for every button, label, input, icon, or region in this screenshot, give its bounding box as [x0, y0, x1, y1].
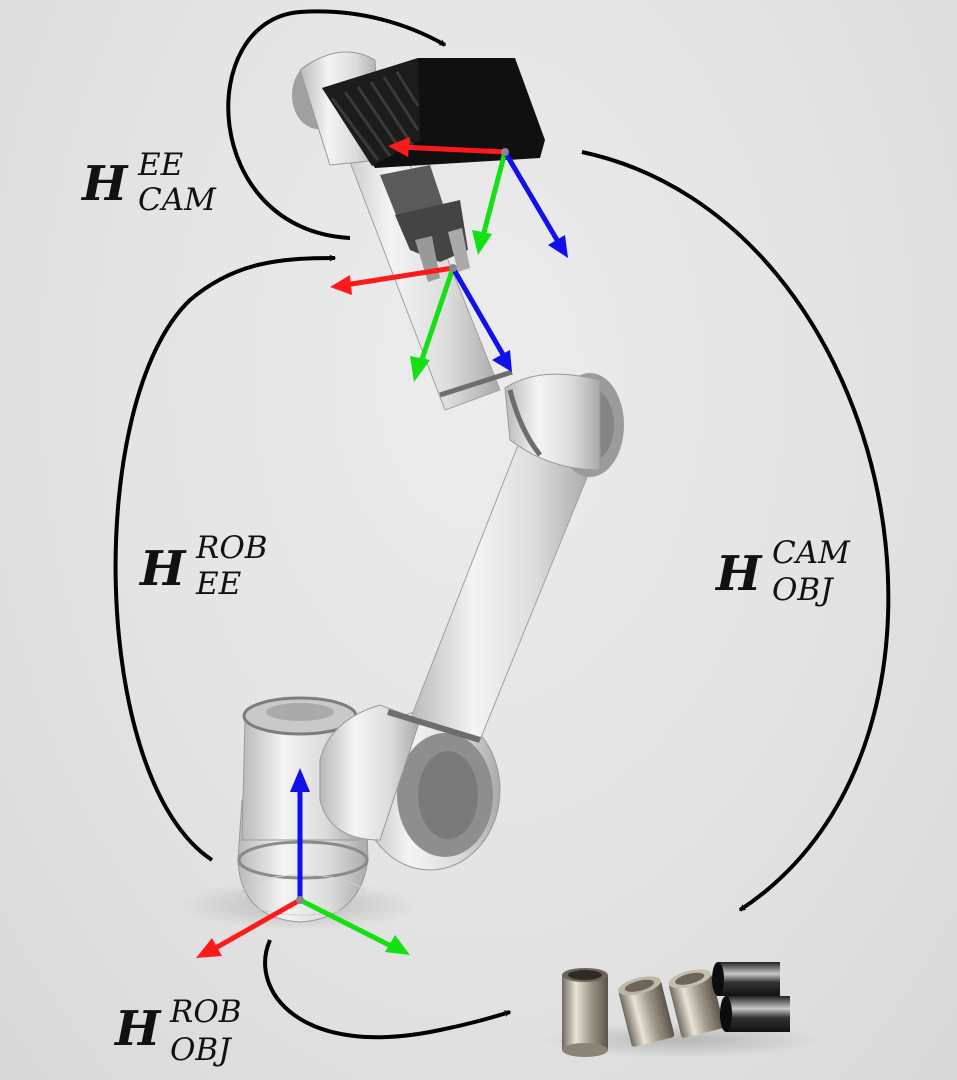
- camera-frame: [388, 137, 568, 258]
- camera-z-axis: [502, 149, 563, 248]
- label-ee-cam-sup: EE: [137, 147, 184, 183]
- arrow-ee-cam: [226, 9, 447, 240]
- label-ee-cam-sub: CAM: [138, 182, 217, 218]
- label-rob-ee: H ROB EE: [138, 530, 268, 602]
- label-cam-obj-base: H: [714, 546, 763, 602]
- label-rob-obj-sup: ROB: [169, 994, 242, 1030]
- label-rob-obj: H ROB OBJ: [113, 994, 242, 1068]
- label-rob-ee-sub: EE: [195, 566, 242, 602]
- label-rob-ee-base: H: [138, 541, 187, 597]
- camera-y-axis: [479, 149, 508, 243]
- end-effector-frame: [330, 264, 512, 382]
- camera-x-axis: [397, 144, 508, 155]
- base-x-axis: [209, 897, 303, 953]
- arrow-rob-ee: [113, 254, 337, 862]
- ee-z-axis: [450, 265, 508, 361]
- depth-camera-icon: [322, 58, 545, 168]
- label-rob-obj-sub: OBJ: [170, 1032, 232, 1068]
- label-rob-ee-sup: ROB: [195, 530, 268, 566]
- label-cam-obj-sup: CAM: [772, 535, 851, 571]
- cylinder-objects-icon: [562, 962, 790, 1057]
- base-y-axis: [297, 897, 398, 951]
- label-cam-obj-sub: OBJ: [772, 572, 834, 608]
- label-ee-cam-base: H: [80, 156, 129, 212]
- arrow-cam-obj: [581, 150, 891, 912]
- ee-x-axis: [342, 265, 456, 288]
- ee-y-axis: [417, 265, 456, 368]
- robot-base-frame: [196, 768, 410, 958]
- label-cam-obj: H CAM OBJ: [714, 535, 851, 608]
- label-rob-obj-base: H: [113, 1001, 162, 1057]
- gripper-icon: [380, 165, 470, 282]
- label-ee-cam: H EE CAM: [80, 147, 217, 218]
- arrow-rob-obj: [263, 939, 512, 1040]
